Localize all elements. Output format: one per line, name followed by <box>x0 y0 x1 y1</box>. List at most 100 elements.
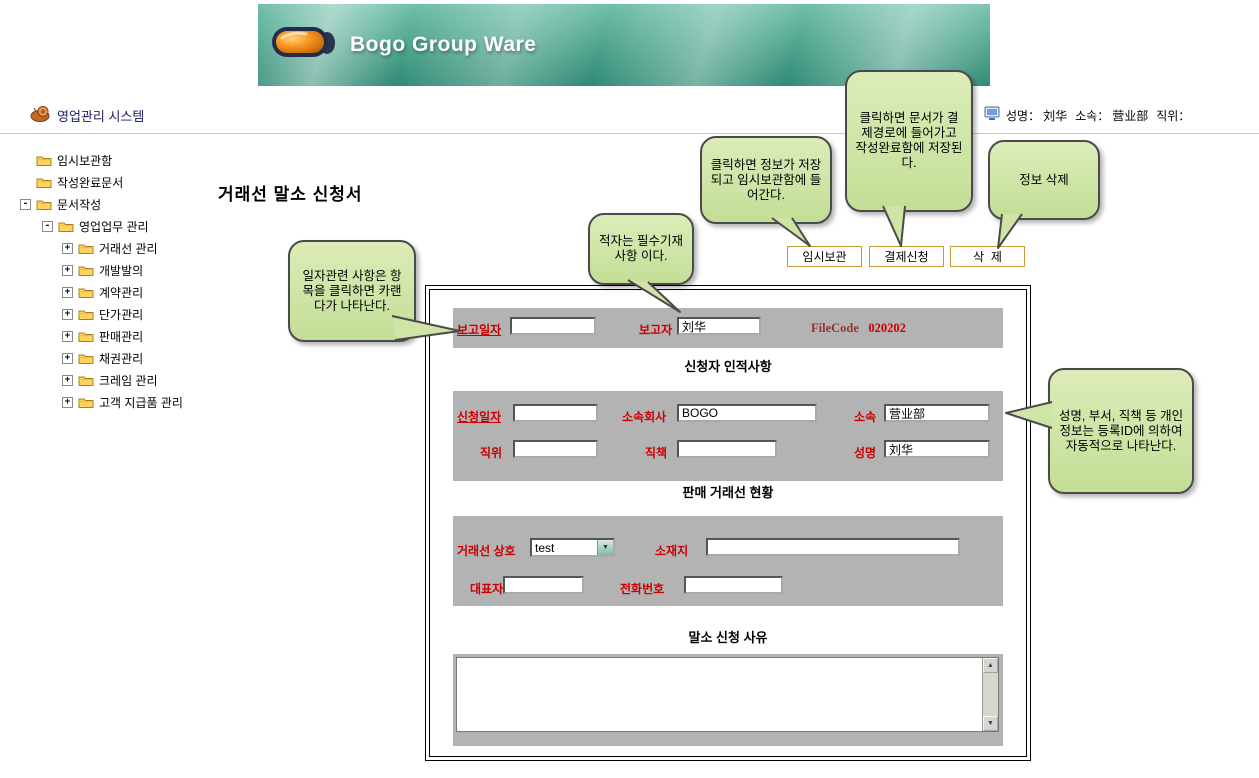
apply-date-link[interactable]: 신청일자 <box>457 410 502 424</box>
sidebar-item-receivables-mgmt[interactable]: + 채권관리 <box>0 347 235 369</box>
folder-icon <box>78 374 94 387</box>
sidebar-item-customer-supplies-mgmt[interactable]: + 고객 지급품 관리 <box>0 391 235 413</box>
callout-tail <box>882 205 906 247</box>
company-label: 소속회사 <box>622 410 667 424</box>
collapse-icon[interactable]: - <box>20 198 31 210</box>
sidebar-item-doc-create[interactable]: - 문서작성 <box>0 193 235 215</box>
reason-textarea[interactable]: ▲ ▼ <box>456 657 999 732</box>
client-select[interactable]: test ▼ <box>530 538 615 557</box>
dept-label: 소속 <box>854 410 877 424</box>
callout-auto-personal-info: 성명, 부서, 직책 등 개인정보는 등록ID에 의하여 자동적으로 나타난다. <box>1048 368 1194 494</box>
sidebar-item-label: 판매관리 <box>99 329 144 344</box>
sidebar-item-label: 임시보관함 <box>57 153 113 168</box>
banner-title: Bogo Group Ware <box>350 33 537 56</box>
ceo-input[interactable] <box>503 576 584 594</box>
callout-approval: 클릭하면 문서가 결제경로에 들어가고 작성완료함에 저장된다. <box>845 70 973 212</box>
user-icon <box>984 106 1000 124</box>
expand-icon[interactable]: + <box>62 308 73 320</box>
reason-section-title: 말소 신청 사유 <box>688 630 768 645</box>
report-header-section: 보고일자 보고자 FileCode 020202 <box>453 308 1003 348</box>
name-label: 성명 <box>854 446 877 460</box>
callout-required-fields: 적자는 필수기재 사항 이다. <box>588 213 694 285</box>
expand-icon[interactable]: + <box>62 374 73 386</box>
user-name-label: 성명： <box>1006 108 1041 123</box>
user-dept-value: 营业部 <box>1112 108 1149 123</box>
scroll-up-icon[interactable]: ▲ <box>983 658 998 673</box>
position-label: 직위 <box>480 446 503 460</box>
filecode-label: FileCode <box>811 321 859 335</box>
user-info: 성명： 刘华 소속： 营业部 직위： <box>984 106 1193 124</box>
collapse-icon[interactable]: - <box>42 220 53 232</box>
sidebar-item-label: 작성완료문서 <box>57 175 124 190</box>
phone-input[interactable] <box>684 576 783 594</box>
dept-input[interactable] <box>884 404 990 422</box>
client-name-label: 거래선 상호 <box>457 544 516 558</box>
mascot-icon <box>30 104 50 127</box>
expand-icon[interactable]: + <box>62 330 73 342</box>
sidebar-item-completed-docs[interactable]: 작성완료문서 <box>0 171 235 193</box>
header-divider <box>0 133 1259 134</box>
sidebar-item-claim-mgmt[interactable]: + 크레임 관리 <box>0 369 235 391</box>
sidebar-item-label: 문서작성 <box>57 197 102 212</box>
address-label: 소재지 <box>655 544 689 558</box>
sidebar-item-sales-mgmt[interactable]: + 판매관리 <box>0 325 235 347</box>
expand-icon[interactable]: + <box>62 352 73 364</box>
company-input[interactable] <box>677 404 817 422</box>
name-input[interactable] <box>884 440 990 458</box>
expand-icon[interactable]: + <box>62 264 73 276</box>
system-header: 영업관리 시스템 <box>30 104 144 127</box>
expand-icon[interactable]: + <box>62 286 73 298</box>
position-input[interactable] <box>513 440 598 458</box>
callout-tail <box>771 217 811 247</box>
sidebar-item-label: 단가관리 <box>99 307 144 322</box>
scroll-down-icon[interactable]: ▼ <box>983 716 998 731</box>
sidebar-item-dev-proposal[interactable]: + 개발발의 <box>0 259 235 281</box>
folder-icon <box>78 330 94 343</box>
folder-icon <box>78 264 94 277</box>
folder-icon <box>58 220 74 233</box>
expand-icon[interactable]: + <box>62 396 73 408</box>
user-position-label: 직위： <box>1156 108 1191 123</box>
banner: Bogo Group Ware <box>258 4 990 86</box>
folder-icon <box>36 154 52 167</box>
sidebar-item-client-mgmt[interactable]: + 거래선 관리 <box>0 237 235 259</box>
chevron-down-icon[interactable]: ▼ <box>597 540 613 555</box>
callout-delete: 정보 삭제 <box>988 140 1100 220</box>
reporter-label: 보고자 <box>639 323 673 337</box>
user-dept-label: 소속： <box>1075 108 1110 123</box>
expand-icon[interactable]: + <box>62 242 73 254</box>
callout-tail <box>391 315 461 341</box>
folder-icon <box>78 242 94 255</box>
folder-icon <box>36 176 52 189</box>
callout-tail <box>1005 401 1053 429</box>
callout-tail <box>997 213 1023 249</box>
page-title: 거래선 말소 신청서 <box>218 185 363 204</box>
delete-button[interactable]: 삭 제 <box>950 246 1025 267</box>
sidebar-item-label: 거래선 관리 <box>99 241 158 256</box>
sidebar-item-label: 채권관리 <box>99 351 144 366</box>
sidebar-item-contract-mgmt[interactable]: + 계약관리 <box>0 281 235 303</box>
sidebar-item-price-mgmt[interactable]: + 단가관리 <box>0 303 235 325</box>
sidebar-item-label: 고객 지급품 관리 <box>99 395 183 410</box>
reason-section: ▲ ▼ <box>453 654 1003 746</box>
apply-date-input[interactable] <box>513 404 598 422</box>
sidebar-item-sales-work-mgmt[interactable]: - 영업업무 관리 <box>0 215 235 237</box>
callout-tail <box>627 279 681 313</box>
applicant-section-title: 신청자 인적사항 <box>684 359 772 374</box>
vertical-scrollbar[interactable]: ▲ ▼ <box>982 658 998 731</box>
ceo-label: 대표자 <box>470 582 504 596</box>
client-select-value: test <box>535 541 555 555</box>
folder-icon <box>78 352 94 365</box>
sidebar-item-temp-store[interactable]: 임시보관함 <box>0 149 235 171</box>
application-form: 보고일자 보고자 FileCode 020202 신청자 인적사항 신청일자 소… <box>425 285 1031 761</box>
phone-label: 전화번호 <box>620 582 665 596</box>
duty-input[interactable] <box>677 440 777 458</box>
reporter-input[interactable] <box>677 317 761 335</box>
address-input[interactable] <box>706 538 960 556</box>
system-title: 영업관리 시스템 <box>57 109 145 124</box>
report-date-link[interactable]: 보고일자 <box>457 323 502 337</box>
report-date-input[interactable] <box>510 317 596 335</box>
temp-save-button[interactable]: 임시보관 <box>787 246 862 267</box>
callout-temp-save: 클릭하면 정보가 저장되고 임시보관함에 들어간다. <box>700 136 832 224</box>
approval-request-button[interactable]: 결제신청 <box>869 246 944 267</box>
